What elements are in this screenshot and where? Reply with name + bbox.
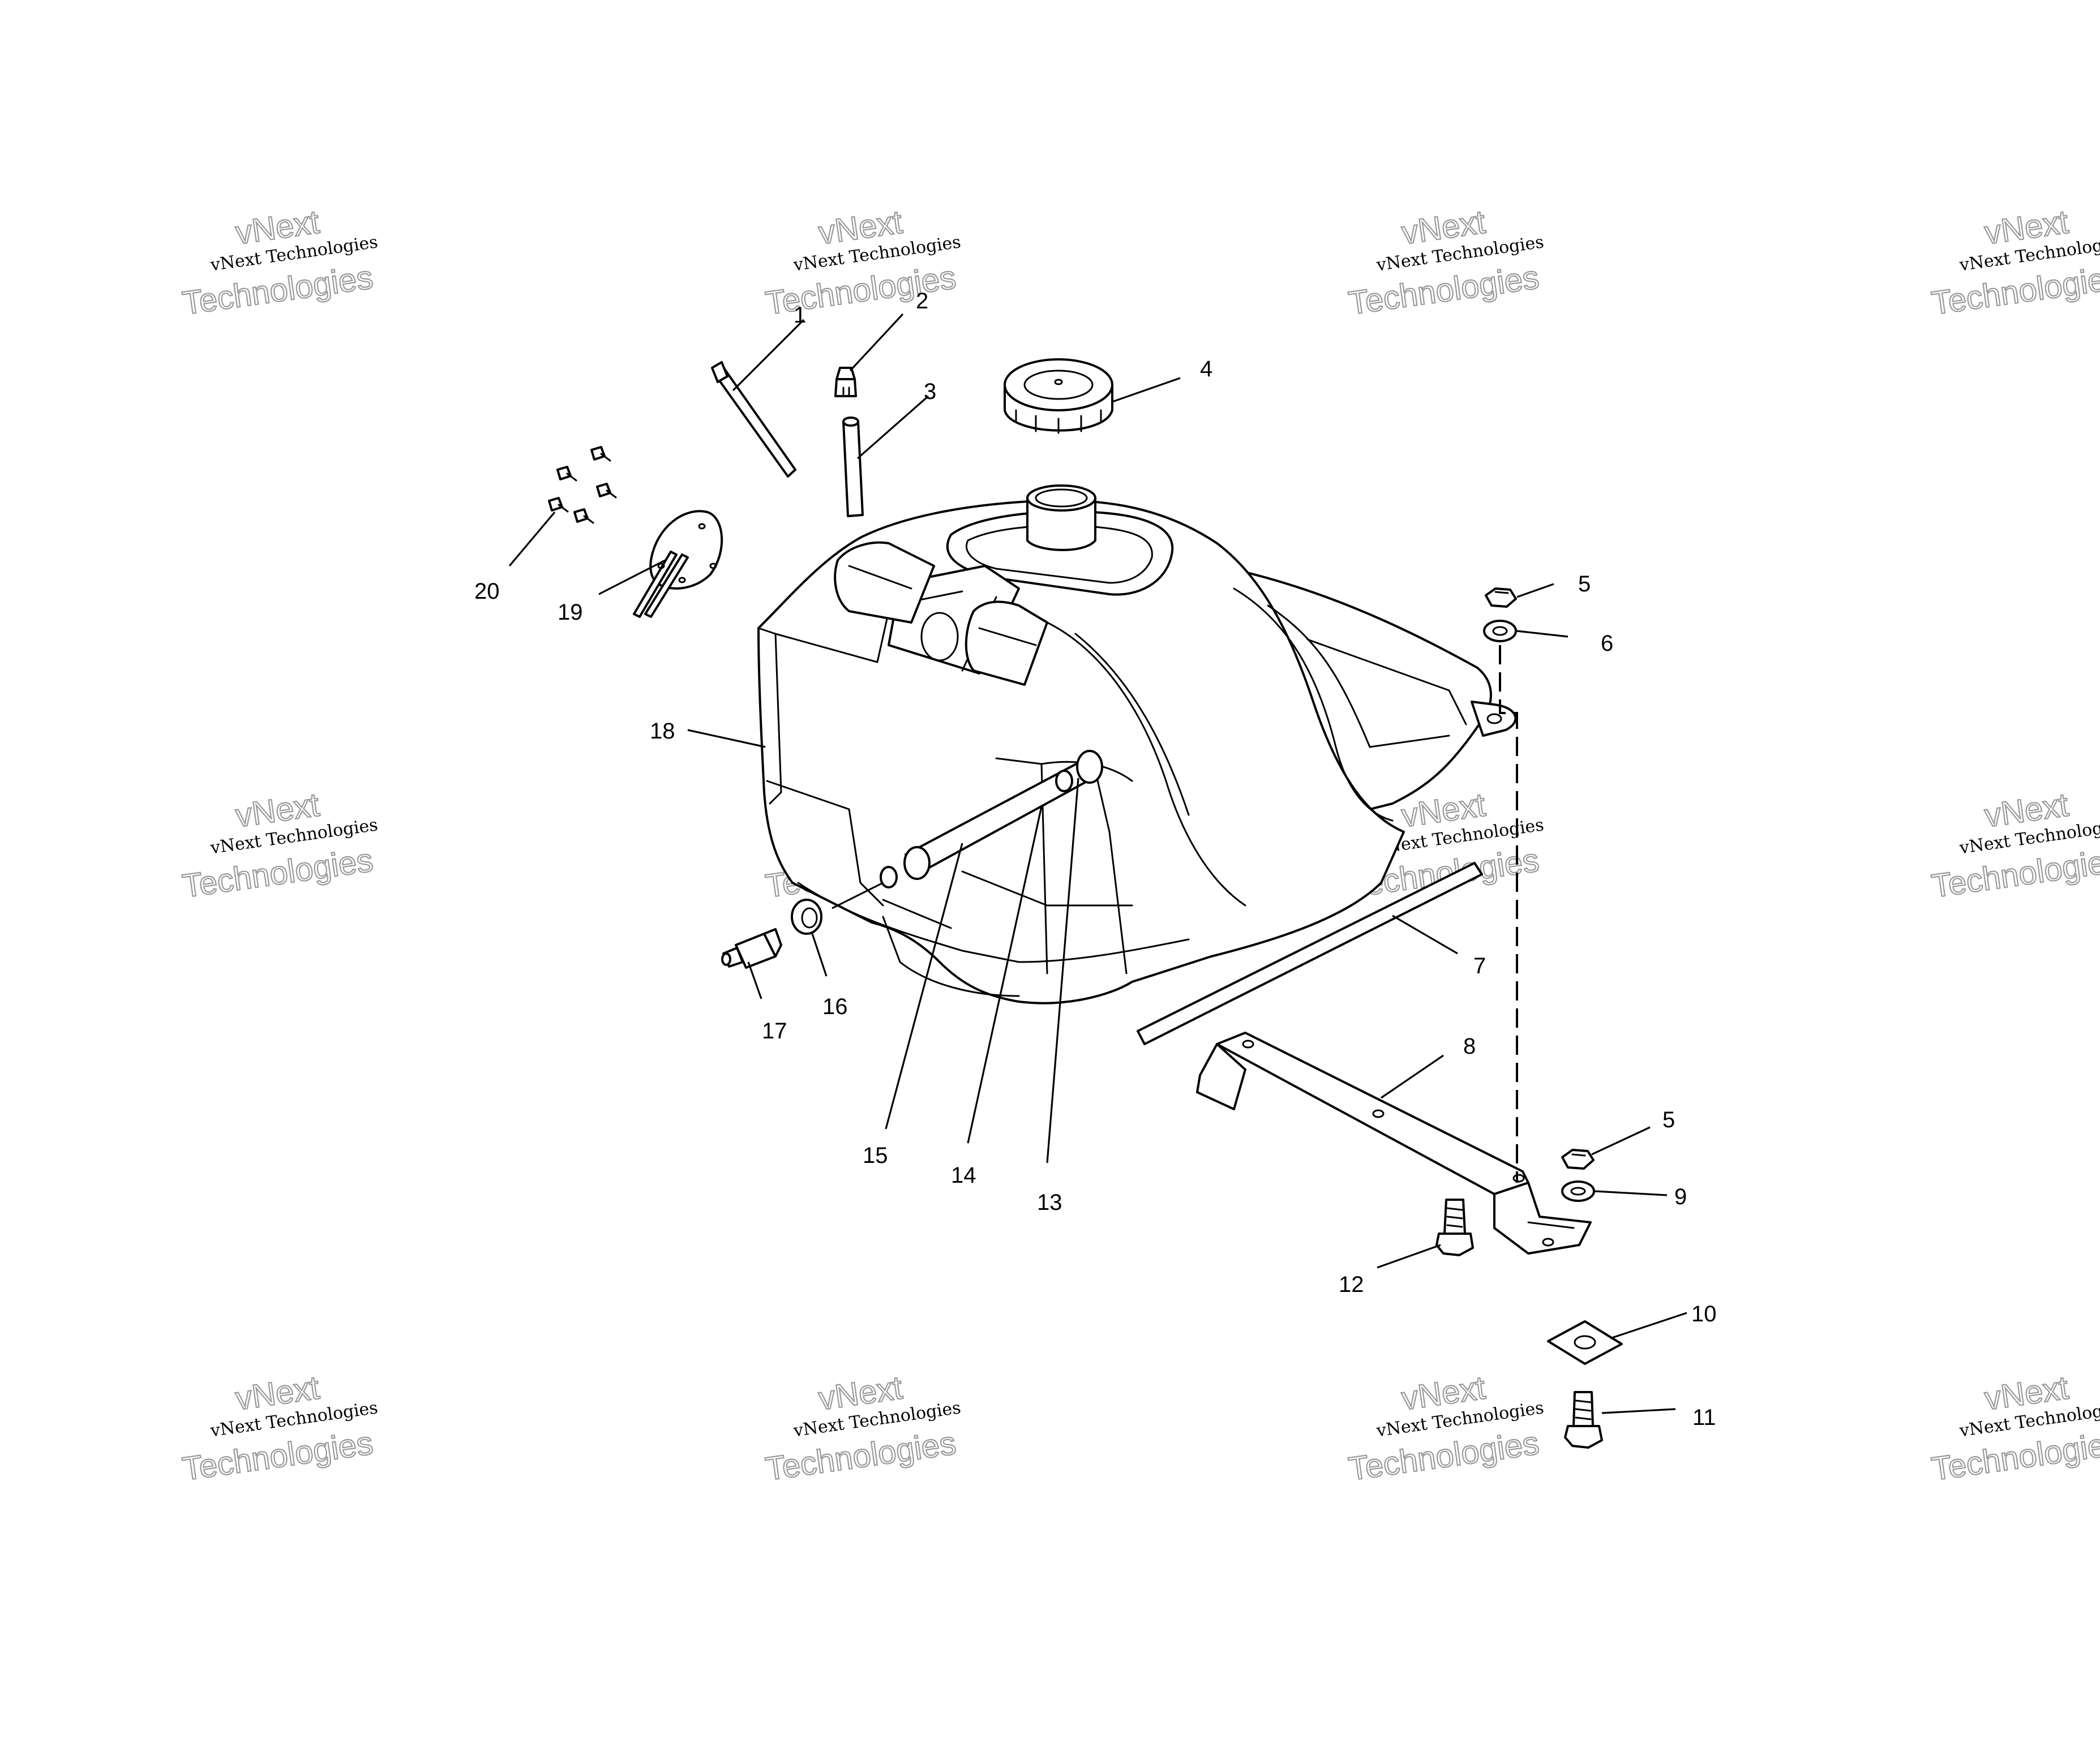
svg-text:Technologies: Technologies [181, 841, 375, 904]
callout-label: 14 [951, 1163, 976, 1188]
svg-text:Technologies: Technologies [1930, 1424, 2100, 1487]
callout-label: 10 [1691, 1302, 1717, 1326]
svg-text:Technologies: Technologies [764, 259, 958, 321]
callout-labels: 1 2 3 4 5 6 7 8 5 9 10 11 12 13 14 15 16… [474, 289, 1717, 1430]
bolt-icon [1564, 1391, 1603, 1449]
assembly-centerline [1499, 645, 1518, 1183]
bracket-icon [1196, 1032, 1592, 1255]
callout-label: 7 [1473, 954, 1486, 978]
strap-icon [1137, 862, 1483, 1045]
callout-label: 5 [1578, 572, 1591, 596]
watermark: vNext vNext Technologies Technologies [1345, 1368, 1545, 1488]
callout-label: 12 [1339, 1272, 1364, 1297]
watermark: vNext vNext Technologies Technologies [762, 203, 962, 322]
fuel-cap-icon [1004, 358, 1113, 434]
callout-label: 8 [1463, 1034, 1476, 1059]
fuel-gauge-plate-icon [633, 510, 723, 618]
callout-label: 11 [1692, 1405, 1716, 1430]
callout-label: 9 [1674, 1184, 1687, 1209]
cushion-icon [1547, 1320, 1623, 1365]
screw-icon [590, 446, 611, 462]
bolt-icon [1435, 1199, 1474, 1256]
nut-icon [1485, 587, 1517, 608]
callout-label: 18 [650, 719, 675, 744]
petcock-icon [721, 928, 782, 969]
screw-icon [596, 483, 617, 499]
svg-text:Technologies: Technologies [1347, 1424, 1541, 1487]
watermark: vNext vNext Technologies Technologies [179, 203, 379, 322]
callout-label: 6 [1601, 631, 1613, 656]
screw-icon [573, 508, 594, 524]
callout-label: 5 [1662, 1107, 1675, 1132]
nut-icon [1561, 1149, 1595, 1170]
callout-label: 19 [558, 600, 583, 625]
watermark: vNext vNext Technologies Technologies [1345, 203, 1545, 322]
watermark: vNext vNext Technologies Technologies [1928, 785, 2100, 905]
screw-icon [556, 466, 577, 482]
grommet-icon [791, 899, 822, 935]
callout-label: 20 [474, 579, 500, 604]
watermark: vNext vNext Technologies Technologies [1928, 1368, 2100, 1488]
vent-fitting-icon [834, 367, 857, 397]
callout-label: 15 [863, 1143, 888, 1168]
callout-label: 3 [924, 379, 936, 404]
hose-icon [842, 416, 864, 517]
washer-icon [1561, 1180, 1595, 1202]
leader-lines [508, 313, 1687, 1414]
washer-icon [1483, 620, 1517, 642]
callout-label: 17 [762, 1019, 787, 1044]
svg-text:Technologies: Technologies [1347, 259, 1541, 321]
callout-label: 4 [1200, 357, 1212, 381]
svg-text:Technologies: Technologies [181, 1424, 375, 1487]
callout-label: 2 [916, 289, 928, 314]
fuel-tank-icon [757, 484, 1517, 1004]
svg-text:Technologies: Technologies [1930, 259, 2100, 321]
svg-text:Technologies: Technologies [764, 1424, 958, 1487]
vent-hose-icon [711, 361, 796, 478]
watermark: vNext vNext Technologies Technologies [179, 785, 379, 905]
callout-label: 1 [794, 303, 806, 328]
callout-label: 13 [1037, 1190, 1062, 1215]
crossover-hose-icon [880, 750, 1103, 888]
screw-icon [548, 497, 569, 513]
watermark: vNext vNext Technologies Technologies [762, 1368, 962, 1488]
svg-text:Technologies: Technologies [181, 259, 375, 321]
svg-text:Technologies: Technologies [1930, 841, 2100, 904]
callout-label: 16 [822, 994, 848, 1019]
watermark: vNext vNext Technologies Technologies [179, 1368, 379, 1488]
watermark: vNext vNext Technologies Technologies [1928, 203, 2100, 322]
